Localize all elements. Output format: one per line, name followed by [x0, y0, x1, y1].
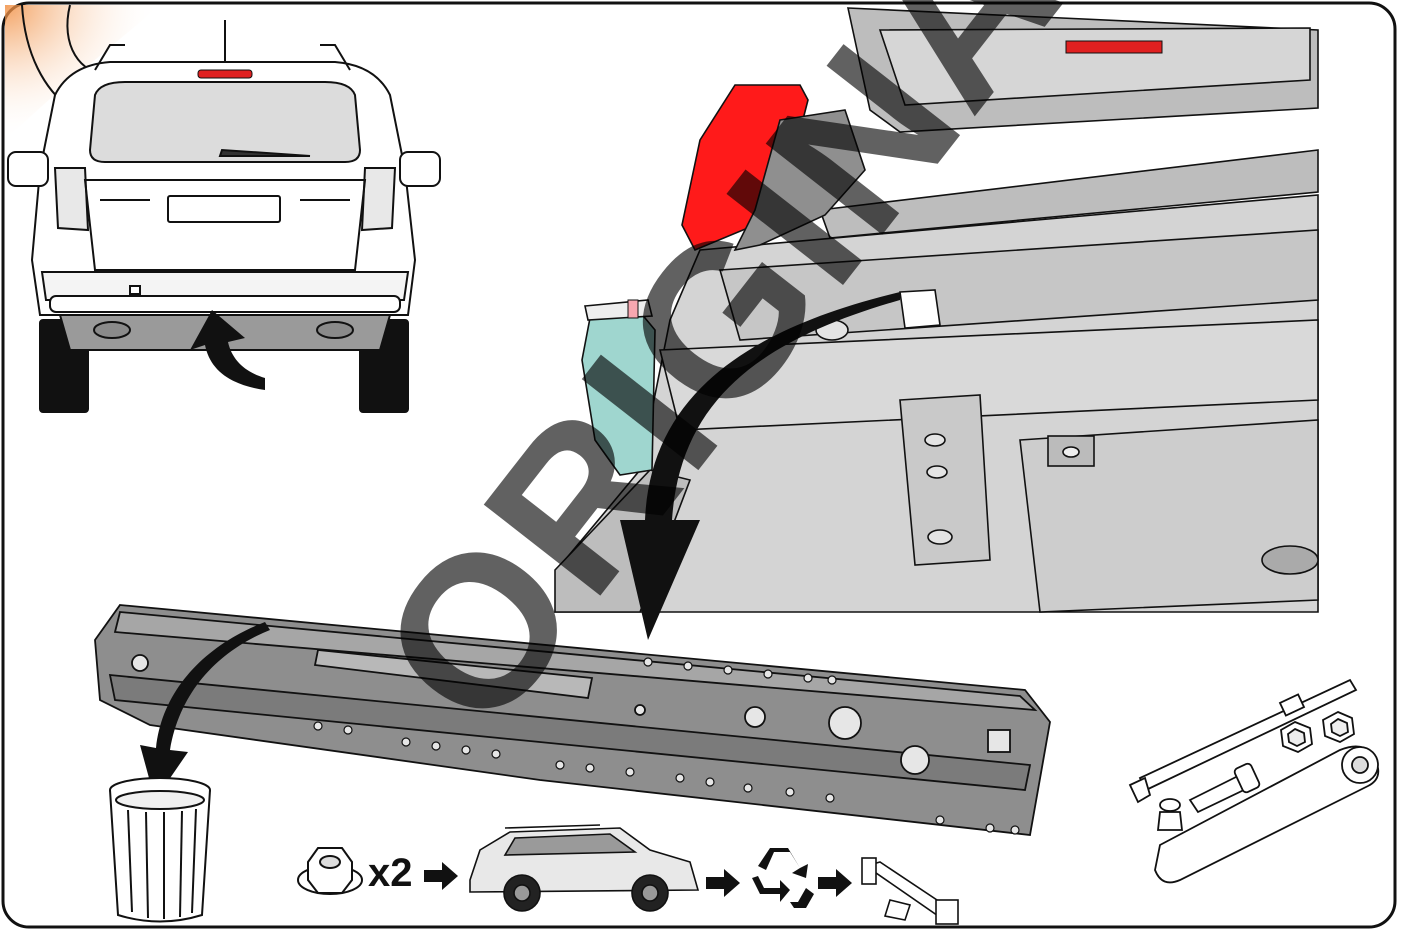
crossmember-bar	[94, 604, 1051, 836]
arrow-icon	[818, 869, 852, 897]
tool-set-icon	[1128, 678, 1380, 884]
trunk-floor-diagram	[554, 7, 1319, 613]
arrow-icon	[140, 622, 270, 800]
trash-bin-icon	[109, 777, 211, 923]
arrow-icon	[706, 869, 740, 897]
vehicle-rear-icon	[7, 20, 441, 413]
arrow-icon	[190, 310, 265, 390]
brake-light	[1065, 40, 1163, 54]
crossmember-holes	[313, 657, 1020, 835]
coolant-tank	[581, 311, 656, 476]
flange-nut-icon	[297, 847, 363, 895]
arrow-icon	[620, 292, 900, 640]
arrow-icon	[424, 862, 458, 890]
suv-side-icon	[469, 824, 700, 912]
bolt-quantity-label: x2	[368, 851, 413, 895]
brake-light	[197, 69, 253, 79]
tow-hitch-icon	[861, 857, 959, 925]
recycle-icon	[752, 848, 814, 908]
